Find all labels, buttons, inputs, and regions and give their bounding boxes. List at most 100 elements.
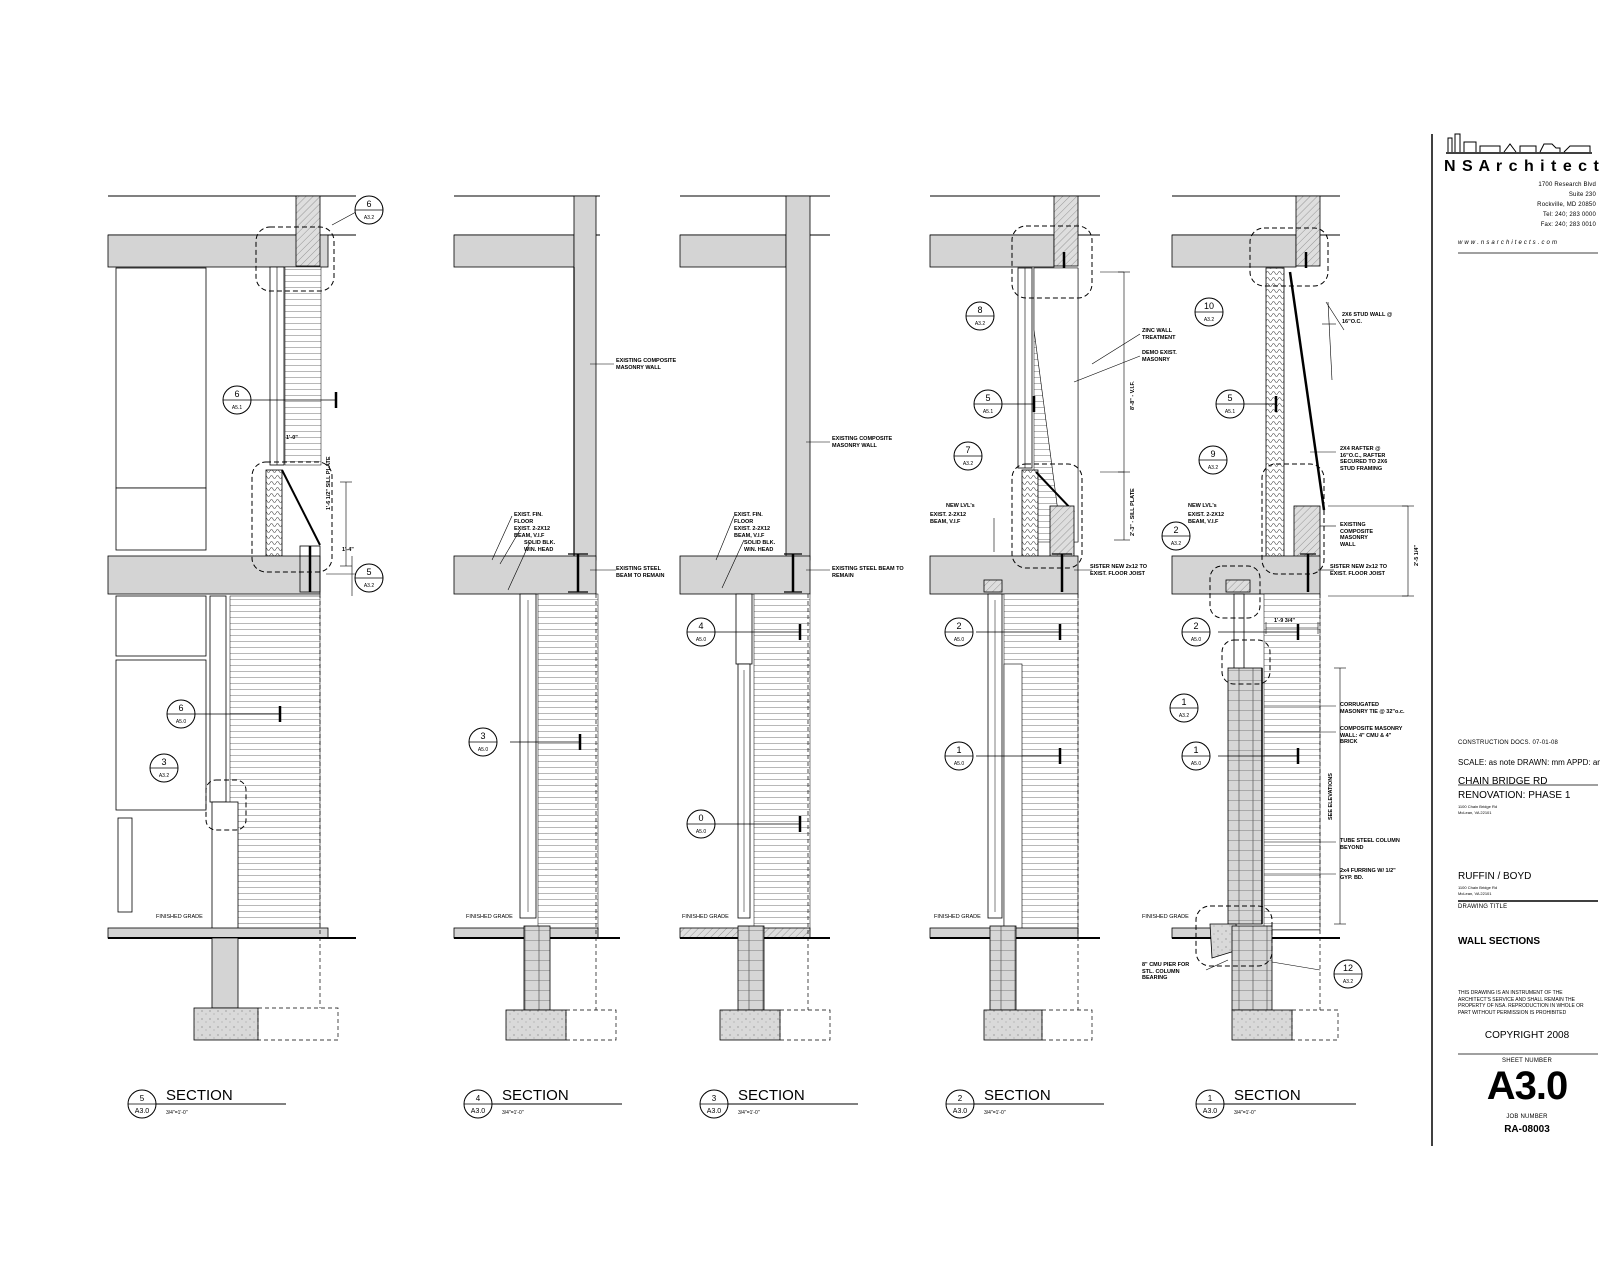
note-s1-tube: TUBE STEEL COLUMN BEYOND (1340, 838, 1400, 851)
grade-label-s2: FINISHED GRADE (934, 914, 981, 920)
svg-text:A5.0: A5.0 (478, 747, 489, 753)
svg-text:2: 2 (1173, 525, 1178, 535)
callout-s5-1: 6 A3.2 (354, 195, 384, 225)
note-s2-demo: DEMO EXIST. MASONRY (1142, 350, 1177, 363)
svg-text:3: 3 (161, 757, 166, 767)
job-number-label: JOB NUMBER (1506, 1114, 1548, 1120)
firm-address-1: 1700 Research Blvd (1538, 182, 1596, 188)
callout-s1-4: 2 A3.2 (1161, 521, 1191, 551)
note-s4-wall: EXISTING COMPOSITE MASONRY WALL (616, 358, 677, 371)
callout-s2-3: 7 A3.2 (953, 441, 983, 471)
note-s2-sister: SISTER NEW 2x12 TO EXIST. FLOOR JOIST (1090, 564, 1148, 577)
drawing-title-label: DRAWING TITLE (1458, 904, 1508, 910)
firm-address-2: Suite 230 (1568, 192, 1596, 198)
svg-text:A3.2: A3.2 (1343, 979, 1354, 985)
note-s2-beam: EXIST. 2-2X12 BEAM, V.I.F (930, 512, 967, 525)
firm-website: w w w . n s a r c h i t e c t s . c o m (1458, 240, 1558, 246)
svg-text:A5.0: A5.0 (954, 761, 965, 767)
callout-s5-4: 6 A5.0 (166, 699, 196, 729)
callout-s1-2: 5 A5.1 (1215, 389, 1245, 419)
svg-text:3: 3 (712, 1094, 717, 1103)
svg-text:A3.0: A3.0 (707, 1108, 722, 1115)
callout-s2-5: 1 A5.0 (944, 741, 974, 771)
firm-address-3: Rockville, MD 20850 (1537, 202, 1596, 208)
callout-s1-7: 1 A5.0 (1181, 741, 1211, 771)
svg-text:0: 0 (698, 813, 703, 823)
note-s1-dim: 2'-5 1/4" (1414, 544, 1420, 566)
svg-text:3/4"=1'-0": 3/4"=1'-0" (502, 1110, 524, 1116)
svg-text:4: 4 (698, 621, 703, 631)
note-s1-stud: 2X6 STUD WALL @ 16"O.C. (1342, 312, 1393, 325)
section-4-detail (453, 195, 620, 1041)
project-address-1: 1100 Chain Bridge Rd (1458, 804, 1498, 809)
note-s2-lvl: NEW LVL's (946, 503, 975, 509)
callout-s1-5: 2 A5.0 (1181, 617, 1211, 647)
note-s1-lvl: NEW LVL's (1188, 503, 1217, 509)
note-s1-sister: SISTER NEW 2x12 TO EXIST. FLOOR JOIST (1330, 564, 1388, 577)
svg-text:SECTION: SECTION (166, 1087, 233, 1104)
note-s1-furring: 2x4 FURRING W/ 1/2" GYP. BD. (1340, 868, 1396, 881)
disclaimer-text: THIS DRAWING IS AN INSTRUMENT OF THE ARC… (1458, 990, 1584, 1016)
note-s1-composite: COMPOSITE MASONRY WALL: 4" CMU & 4" BRIC… (1340, 726, 1403, 745)
svg-text:6: 6 (366, 199, 371, 209)
svg-text:A5.1: A5.1 (1225, 409, 1236, 415)
note-s4-beam: EXIST. 2-2X12 BEAM, V.I.F (514, 526, 551, 539)
grade-label-s1: FINISHED GRADE (1142, 914, 1189, 920)
svg-text:A3.2: A3.2 (364, 215, 375, 221)
svg-text:SECTION: SECTION (984, 1087, 1051, 1104)
svg-text:3/4"=1'-0": 3/4"=1'-0" (166, 1110, 188, 1116)
note-s1-pier: 8" CMU PIER FOR STL. COLUMN BEARING (1142, 962, 1190, 981)
svg-text:A3.2: A3.2 (1171, 541, 1182, 547)
drawing-title: WALL SECTIONS (1458, 936, 1541, 947)
note-s1-elev: SEE ELEVATIONS (1328, 773, 1334, 820)
svg-text:1: 1 (1193, 745, 1198, 755)
note-s1-tie: CORRUGATED MASONRY TIE @ 32"o.c. (1340, 702, 1405, 715)
svg-text:A3.2: A3.2 (975, 321, 986, 327)
project-name-1: CHAIN BRIDGE RD (1458, 776, 1548, 787)
svg-text:A3.2: A3.2 (1179, 713, 1190, 719)
note-s3-head: SOLID BLK. WIN. HEAD (744, 540, 776, 553)
svg-text:4: 4 (476, 1094, 481, 1103)
grade-label-s3: FINISHED GRADE (682, 914, 729, 920)
note-s5-dim3: 1'-4" (342, 547, 354, 553)
copyright: COPYRIGHT 2008 (1484, 1030, 1570, 1041)
note-s3-floor: EXIST. FIN. FLOOR (734, 512, 763, 525)
section-title-4: 4 A3.0 SECTION 3/4"=1'-0" (463, 1087, 622, 1119)
svg-text:SECTION: SECTION (502, 1087, 569, 1104)
section-titles: 5 A3.0 SECTION 3/4"=1'-0" 4 A3.0 SECTION… (127, 1087, 1356, 1119)
svg-text:2: 2 (958, 1094, 963, 1103)
svg-text:A5.0: A5.0 (1191, 761, 1202, 767)
svg-text:1: 1 (1208, 1094, 1213, 1103)
callout-s3-1: 4 A5.0 (686, 617, 716, 647)
note-s5-dim2: 1'-6 1/2" SILL PLATE (326, 456, 332, 510)
svg-text:A5.0: A5.0 (176, 719, 187, 725)
svg-text:A3.2: A3.2 (963, 461, 974, 467)
note-s1-beam: EXIST. 2-2X12 BEAM, V.I.F (1188, 512, 1225, 525)
svg-text:A3.2: A3.2 (364, 583, 375, 589)
svg-text:A5.0: A5.0 (696, 829, 707, 835)
grade-label-s4: FINISHED GRADE (466, 914, 513, 920)
svg-text:3/4"=1'-0": 3/4"=1'-0" (1234, 1110, 1256, 1116)
svg-text:A5.1: A5.1 (232, 405, 243, 411)
callout-s1-8: 12 A3.2 (1333, 959, 1363, 989)
note-s2-zinc: ZINC WALL TREATMENT (1142, 328, 1176, 341)
section-title-1: 1 A3.0 SECTION 3/4"=1'-0" (1195, 1087, 1356, 1119)
note-s2-height: 8'-8" - V.I.F. (1130, 381, 1136, 410)
section-1-detail (1171, 195, 1414, 1041)
project-name-2: RENOVATION: PHASE 1 (1458, 790, 1571, 801)
svg-text:5: 5 (985, 393, 990, 403)
svg-text:A5.0: A5.0 (954, 637, 965, 643)
client-name: RUFFIN / BOYD (1458, 871, 1532, 882)
note-s2-sill: 2'-3" - SILL PLATE (1130, 488, 1136, 536)
callout-s2-4: 2 A5.0 (944, 617, 974, 647)
sheet-number: A3.0 (1486, 1064, 1569, 1108)
callout-s4-1: 3 A5.0 (468, 727, 498, 757)
svg-text:1: 1 (1181, 697, 1186, 707)
svg-text:3: 3 (480, 731, 485, 741)
svg-text:6: 6 (178, 703, 183, 713)
callout-s1-1: 10 A3.2 (1194, 297, 1224, 327)
note-s1-dim2: 1'-9 3/4" (1274, 618, 1296, 624)
section-title-5: 5 A3.0 SECTION 3/4"=1'-0" (127, 1087, 286, 1119)
callout-s2-1: 8 A3.2 (965, 301, 995, 331)
